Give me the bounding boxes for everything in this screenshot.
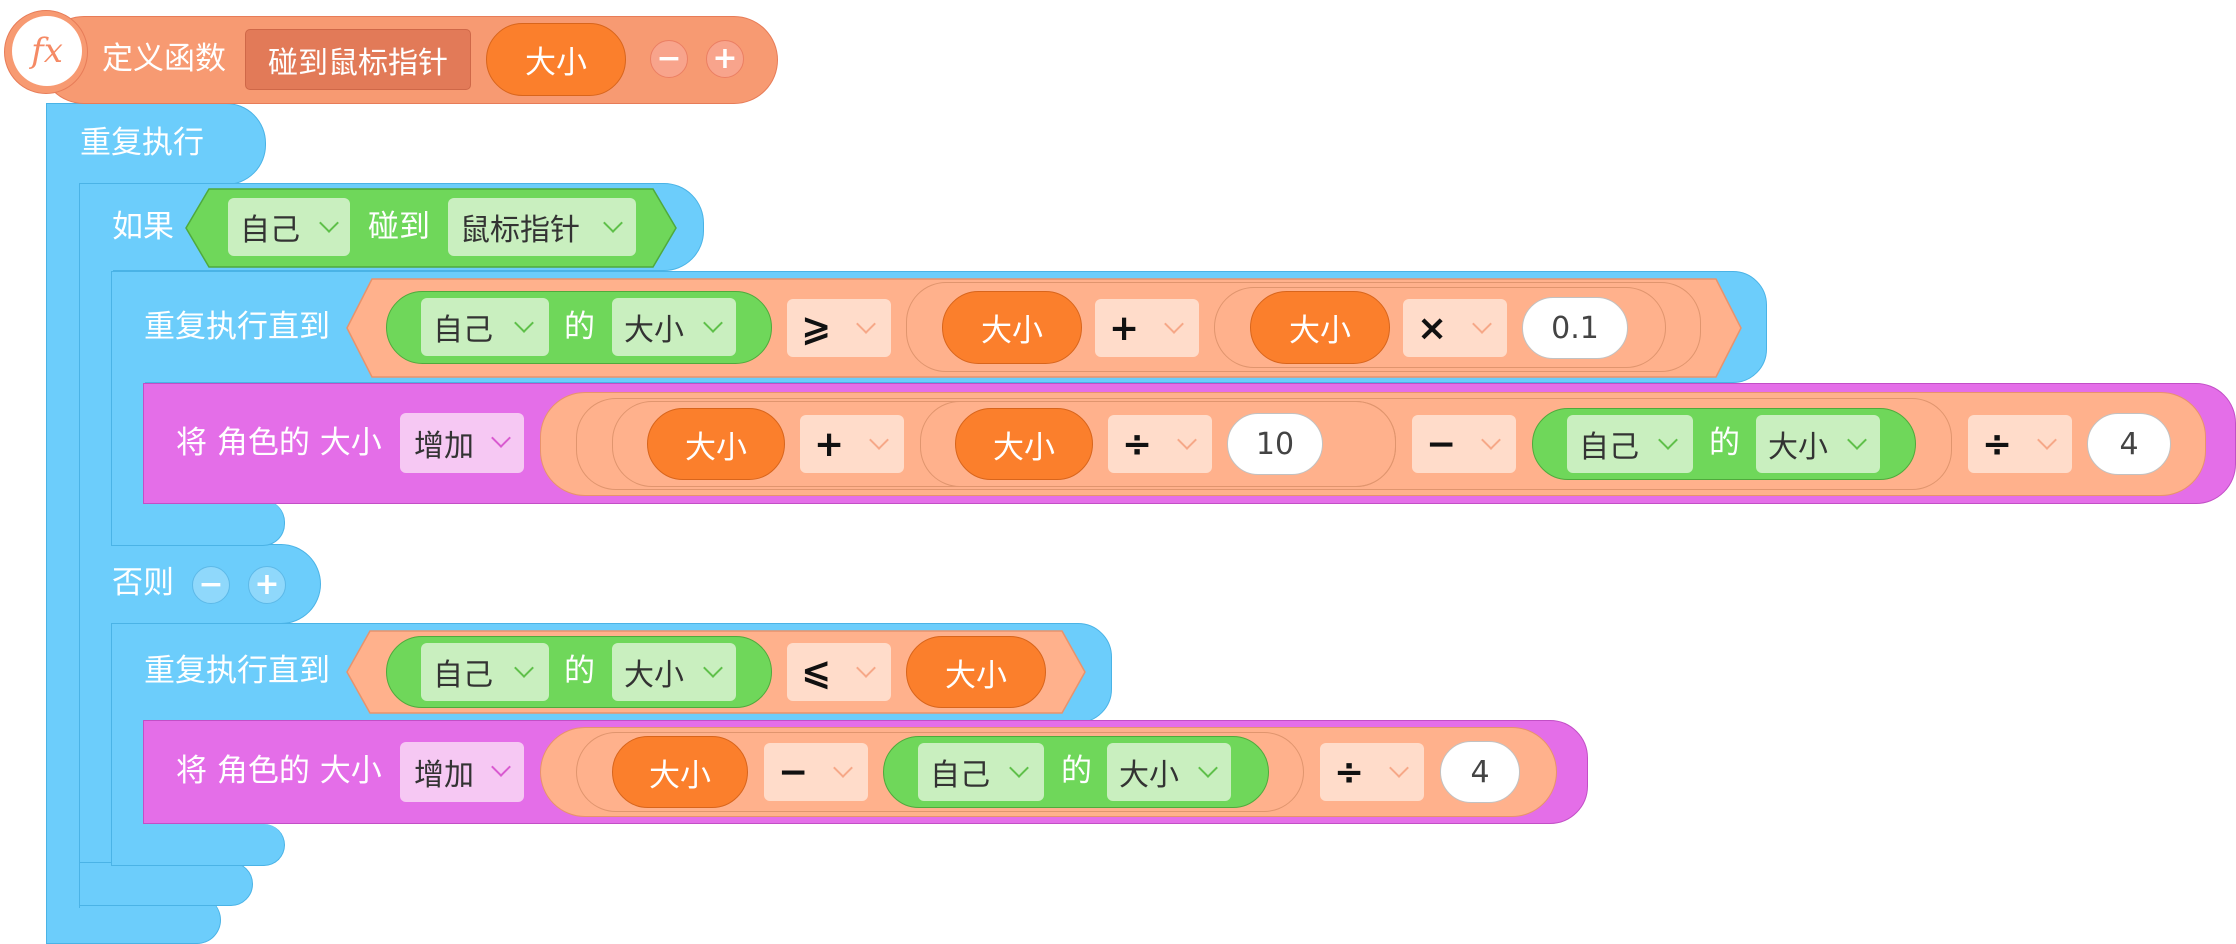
fx-icon-inner: fx (12, 16, 82, 86)
change-action-dropdown-1[interactable]: 增加 (400, 413, 524, 473)
function-name-field[interactable]: 碰到鼠标指针 (245, 29, 471, 90)
param-size-reporter-c1[interactable]: 大小 (647, 408, 785, 480)
if-foot (79, 862, 253, 906)
function-name-text: 碰到鼠标指针 (268, 45, 448, 81)
param-text: 大小 (525, 45, 587, 81)
param-size-reporter-c2[interactable]: 大小 (955, 408, 1093, 480)
define-function-label: 定义函数 (102, 41, 226, 77)
param-size-reporter-b1[interactable]: 大小 (1250, 291, 1390, 364)
number-input-4-c[interactable]: 4 (2087, 413, 2171, 475)
math-op-dropdown-b1[interactable]: × (1403, 299, 1507, 357)
of-target-dropdown-e[interactable]: 自己 (918, 743, 1044, 801)
subtract-expression-1[interactable] (576, 398, 1952, 490)
else-minus-button[interactable]: − (192, 566, 230, 604)
else-plus-button[interactable]: + (248, 566, 286, 604)
param-size-reporter[interactable]: 大小 (486, 23, 626, 96)
of-label-e: 的 (1061, 753, 1092, 789)
repeat-until-label-1: 重复执行直到 (144, 309, 330, 345)
divide-expression-c1[interactable] (920, 401, 1396, 487)
compare-op-dropdown-2[interactable]: ⩽ (787, 643, 891, 701)
of-label-1: 的 (564, 309, 595, 345)
math-op-dropdown-c4[interactable]: ÷ (1968, 415, 2072, 473)
number-input-10[interactable]: 10 (1227, 413, 1323, 475)
of-label-2: 的 (564, 653, 595, 689)
multiply-expression-1[interactable] (1214, 287, 1666, 368)
math-op-dropdown-a1[interactable]: + (1095, 299, 1199, 357)
define-plus-button[interactable]: + (706, 40, 744, 78)
fx-icon-text: fx (31, 31, 63, 71)
if-label: 如果 (112, 209, 174, 245)
repeat-forever-label: 重复执行 (80, 125, 204, 161)
of-target-dropdown-c[interactable]: 自己 (1567, 415, 1693, 473)
of-target-dropdown-1[interactable]: 自己 (421, 298, 549, 356)
of-prop-dropdown-e[interactable]: 大小 (1107, 743, 1231, 801)
else-label: 否则 (112, 565, 174, 601)
change-size-label-2: 将 角色的 大小 (176, 753, 382, 789)
math-op-dropdown-c2[interactable]: ÷ (1108, 415, 1212, 473)
of-prop-dropdown-1[interactable]: 大小 (612, 298, 736, 356)
of-prop-dropdown-2[interactable]: 大小 (612, 643, 736, 701)
compare-op-dropdown-1[interactable]: ⩾ (787, 299, 891, 357)
repeat-until-label-2: 重复执行直到 (144, 653, 330, 689)
subtract-expression-2[interactable] (576, 732, 1304, 812)
math-op-dropdown-c1[interactable]: + (800, 415, 904, 473)
sensor-verb-label: 碰到 (368, 209, 430, 245)
param-size-reporter-a1[interactable]: 大小 (942, 291, 1082, 364)
repeat-forever-arm (46, 180, 80, 900)
math-op-dropdown-e1[interactable]: − (764, 743, 868, 801)
of-prop-dropdown-c[interactable]: 大小 (1756, 415, 1880, 473)
of-label-c: 的 (1709, 425, 1740, 461)
add-expression-1[interactable] (906, 282, 1701, 372)
if-arm (79, 268, 113, 908)
math-op-dropdown-c3[interactable]: − (1412, 415, 1516, 473)
number-input-4-e[interactable]: 4 (1440, 741, 1520, 803)
change-action-dropdown-2[interactable]: 增加 (400, 742, 524, 802)
math-op-dropdown-e2[interactable]: ÷ (1320, 743, 1424, 801)
define-minus-button[interactable]: − (650, 40, 688, 78)
repeat-until-foot-1 (111, 500, 285, 546)
change-size-label-1: 将 角色的 大小 (176, 425, 382, 461)
number-input-0-1[interactable]: 0.1 (1522, 297, 1628, 359)
of-target-dropdown-2[interactable]: 自己 (421, 643, 549, 701)
sensor-target-dropdown[interactable]: 自己 (228, 198, 350, 256)
repeat-until-foot-2 (111, 824, 285, 866)
param-size-reporter-d[interactable]: 大小 (906, 636, 1046, 708)
sensor-object-dropdown[interactable]: 鼠标指针 (448, 198, 636, 256)
param-size-reporter-e[interactable]: 大小 (612, 736, 748, 808)
